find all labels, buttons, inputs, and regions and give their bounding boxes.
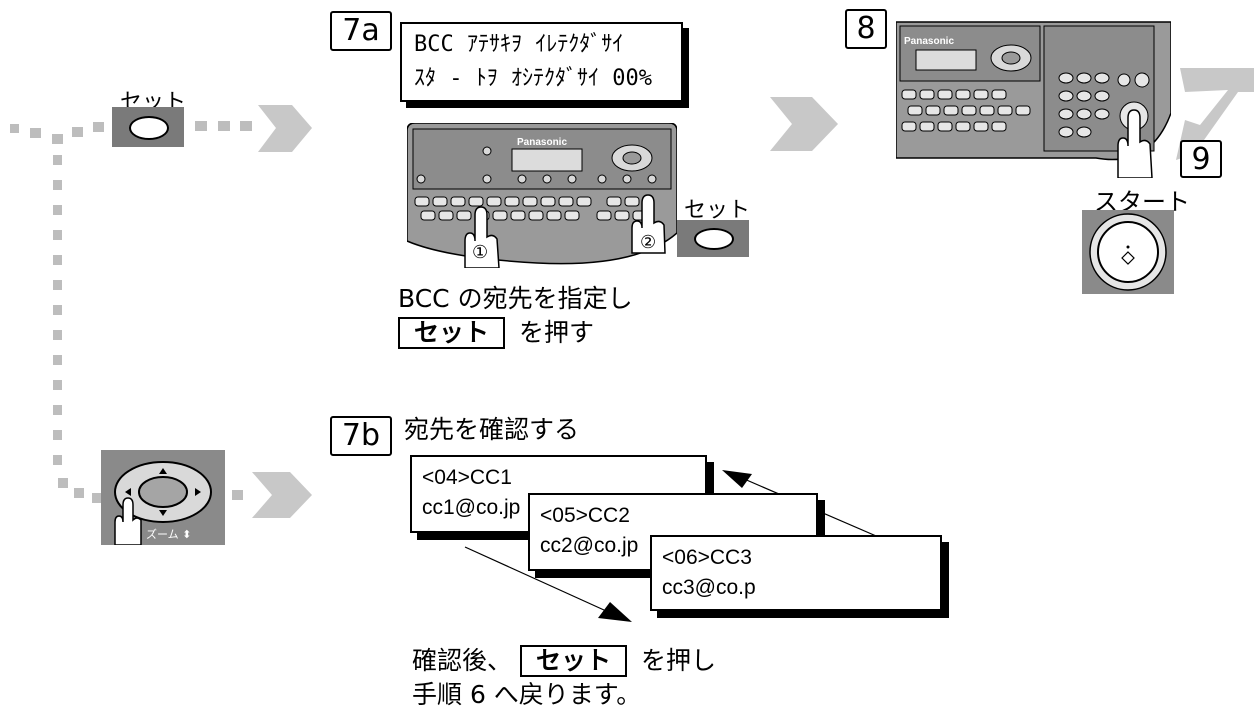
instruction-7a-suffix: を押す [518,318,594,347]
address-card-3: <06>CC3 cc3@co.p [650,535,942,611]
pointing-hand-icon-2 [631,194,666,254]
lcd-line-2: ｽﾀ - ﾄｦ ｵｼﾃｸﾀﾞｻｲ 00% [414,66,652,91]
set-label-7a: セット [684,198,751,223]
set-button-oval-7a [694,228,734,250]
chevron-arrow-top [258,105,312,152]
start-button-graphic [1089,213,1167,291]
card2-line1: <05>CC2 [540,504,630,527]
instruction-bottom-line1: 確認後、 セット を押し [412,644,716,678]
lcd-line-1: BCC ｱﾃｻｷｦ ｲﾚﾃｸﾀﾞｻｲ [414,32,624,57]
step-7a-label: 7a [330,11,392,51]
step-9-label: 9 [1180,140,1222,178]
circle-number-2: ② [640,232,657,253]
left-arrow-icon [125,488,131,496]
lcd-display-7a: BCC ｱﾃｻｷｦ ｲﾚﾃｸﾀﾞｻｲ ｽﾀ - ﾄｦ ｵｼﾃｸﾀﾞｻｲ 00% [400,22,683,102]
panel-brand-7a: Panasonic [517,137,567,148]
up-arrow-icon [159,468,167,474]
chevron-arrow-middle [770,97,838,151]
instruction-bottom-prefix: 確認後、 [412,646,513,675]
arrow-down-right-icon [598,602,632,622]
set-key-label-bottom: セット [519,645,627,677]
dotted-path-bottom [232,490,243,500]
pointing-hand-icon-1 [464,206,500,268]
arrow-up-left-icon [722,470,752,488]
set-button-7a[interactable] [677,220,749,257]
arrow-to-step9 [1176,68,1254,160]
instruction-7a-line1: BCC の宛先を指定し [398,284,633,313]
instruction-bottom-line2: 手順 6 へ戻ります。 [412,680,642,709]
card2-line2: cc2@co.jp [540,534,639,557]
panel-brand-8: Panasonic [904,36,954,47]
instruction-bottom-suffix: を押し [640,646,716,675]
step-7b-label: 7b [330,416,392,456]
step-8-label: 8 [845,9,887,49]
fax-panel-8: Panasonic [896,21,1171,178]
dotted-path-top [10,121,252,144]
set-key-label-7a: セット [398,317,506,349]
nav-pad-graphic: ズーム ⬍ [114,461,212,546]
down-arrow-icon [159,510,167,516]
instruction-7b-title: 宛先を確認する [404,415,580,444]
chevron-arrow-bottom [252,472,312,518]
set-button-left[interactable] [112,107,184,147]
start-button[interactable] [1082,210,1174,294]
right-arrow-icon [195,488,201,496]
zoom-text: ズーム ⬍ [146,527,191,541]
card1-line2: cc1@co.jp [422,496,521,519]
pointing-hand-icon [114,497,142,546]
card3-line2: cc3@co.p [662,576,756,599]
instruction-7a-line2: セット を押す [398,316,594,350]
circle-number-1: ① [472,242,489,263]
start-diamond-icon [1121,251,1135,265]
pointing-hand-icon-3 [1117,109,1153,178]
dotted-path-vertical [53,155,102,503]
set-button-oval [129,116,169,140]
card1-line1: <04>CC1 [422,466,512,489]
fax-panel-7a: Panasonic [407,123,677,268]
card3-line1: <06>CC3 [662,546,752,569]
nav-pad[interactable]: ズーム ⬍ [101,450,225,546]
